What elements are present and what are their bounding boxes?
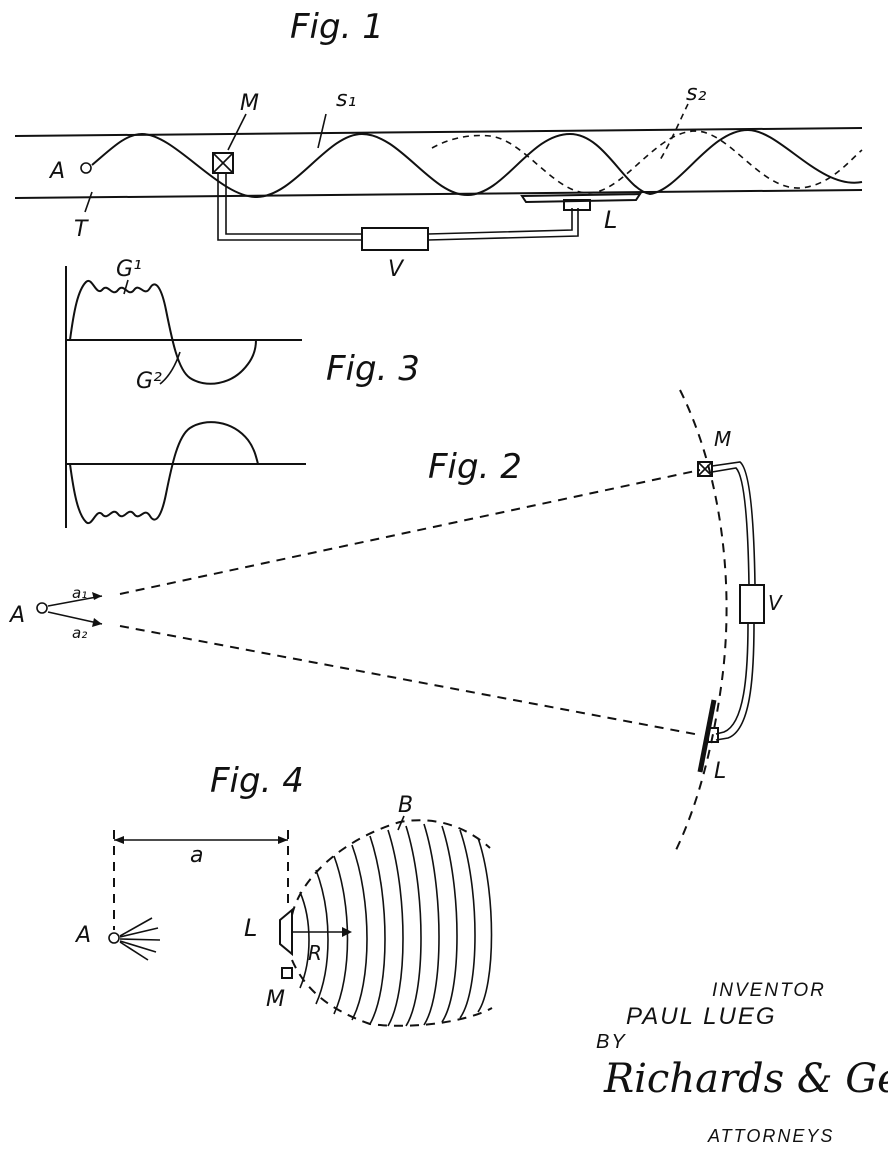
fig1-loudspeaker-plate xyxy=(520,192,642,204)
fig2-arrow-a2 xyxy=(47,611,103,625)
fig4-source-a xyxy=(108,932,120,944)
fig2-cable-v-l xyxy=(715,622,755,741)
fig4-label-a-dim: a xyxy=(190,843,203,868)
fig1-leader-s1 xyxy=(317,113,327,149)
fig2-wavefront-arc xyxy=(675,389,728,851)
fig1-microphone-m xyxy=(212,152,234,174)
fig1-label-s2: s₂ xyxy=(686,81,706,106)
fig2-microphone-m xyxy=(697,461,713,477)
fig1-tube-top-wall xyxy=(14,127,863,137)
fig1-leader-m xyxy=(227,113,247,151)
fig1-label-v: V xyxy=(388,257,405,282)
signature-block: INVENTOR PAUL LUEG BY Richards & Geier A… xyxy=(596,980,888,1146)
figure-2: Fig. 2 A a₁ a₂ M V L xyxy=(8,389,783,851)
figure-4: Fig. 4 a A L R M B xyxy=(74,761,493,1027)
fig4-label-m: M xyxy=(266,987,285,1012)
fig1-label-m: M xyxy=(240,91,259,116)
fig3-label-g2: G² xyxy=(136,369,162,394)
figure-3: Fig. 3 G¹ G² xyxy=(65,257,420,528)
fig3-label-g1: G¹ xyxy=(116,257,142,282)
inventor-caption: INVENTOR xyxy=(712,980,826,1001)
fig4-label-l: L xyxy=(244,914,257,942)
fig1-label-a: A xyxy=(48,159,65,184)
fig2-path-to-m xyxy=(119,469,701,595)
fig1-loudspeaker-l xyxy=(563,199,591,211)
fig2-label-v: V xyxy=(768,591,783,615)
fig1-wave-s2 xyxy=(431,130,863,194)
fig4-beam-outline-top xyxy=(291,819,491,916)
fig3-leader-g2 xyxy=(159,351,181,385)
fig1-cable-v-l xyxy=(427,208,579,241)
fig3-lower-waveform xyxy=(69,421,259,525)
fig2-label-a2: a₂ xyxy=(72,624,87,642)
fig2-label-l: L xyxy=(714,759,726,784)
fig2-label-a1: a₁ xyxy=(72,584,87,602)
fig4-label-b: B xyxy=(398,793,413,818)
fig4-wavefronts xyxy=(299,823,493,1027)
fig3-title: Fig. 3 xyxy=(326,349,420,389)
fig4-leader-b xyxy=(397,815,405,831)
fig1-tube-bottom-wall xyxy=(14,189,863,199)
fig1-wave-s1 xyxy=(91,128,863,199)
fig1-label-s1: s₁ xyxy=(336,87,356,112)
fig4-label-a: A xyxy=(74,923,91,948)
fig1-label-t: T xyxy=(74,217,89,242)
fig4-loudspeaker-l xyxy=(279,907,293,957)
fig1-leader-s2 xyxy=(659,103,689,161)
fig2-title: Fig. 2 xyxy=(428,447,522,487)
fig4-source-rays xyxy=(119,917,161,961)
figure-1: Fig. 1 A T s₁ s₂ M V L xyxy=(14,7,863,282)
fig2-path-to-l xyxy=(119,625,701,736)
fig2-arrow-a1 xyxy=(47,595,103,607)
attorney-signature: Richards & Geier xyxy=(603,1056,888,1102)
fig1-source-a xyxy=(80,162,92,174)
fig1-label-l: L xyxy=(604,206,617,234)
by-label: BY xyxy=(596,1031,627,1053)
fig4-microphone-m xyxy=(281,967,293,979)
fig2-label-m: M xyxy=(714,427,731,451)
fig2-amplifier-v xyxy=(739,584,765,624)
attorneys-caption: ATTORNEYS xyxy=(707,1126,834,1146)
fig4-label-r: R xyxy=(308,941,322,965)
fig1-amplifier-v xyxy=(361,227,429,251)
fig2-label-a: A xyxy=(8,603,25,628)
fig1-cable-m-v xyxy=(217,173,362,241)
fig1-title: Fig. 1 xyxy=(290,7,384,47)
inventor-name: PAUL LUEG xyxy=(626,1003,777,1030)
fig3-upper-waveform xyxy=(69,279,257,385)
fig2-cable-m-v xyxy=(711,461,756,586)
fig3-leader-g1 xyxy=(123,279,129,295)
fig1-leader-t xyxy=(84,191,93,213)
fig2-source-a xyxy=(36,602,48,614)
fig4-title: Fig. 4 xyxy=(210,761,304,801)
